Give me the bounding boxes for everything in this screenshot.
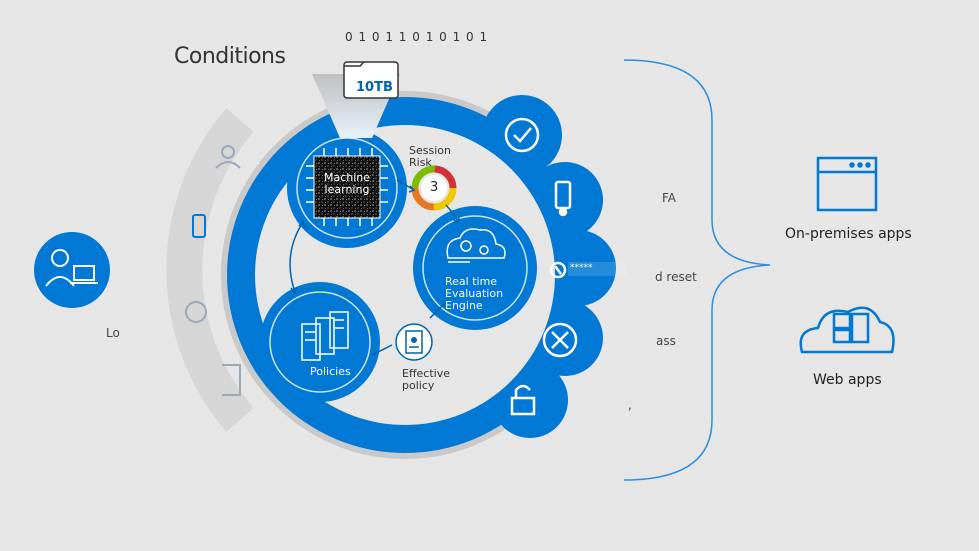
- machine-learning-chip-icon: [306, 148, 388, 226]
- risk-score: 3: [430, 180, 439, 195]
- grouping-brace: [623, 59, 771, 481]
- password-mask: *****: [570, 263, 593, 273]
- risk-gauge-icon: [411, 165, 457, 211]
- web-apps-label: Web apps: [813, 372, 882, 388]
- ml-label-line-2: learning: [324, 183, 370, 196]
- diagram-title: Conditions: [174, 44, 286, 69]
- session-risk-line-2: Risk: [409, 156, 432, 169]
- web-apps-cloud-icon: [799, 306, 895, 354]
- policies-documents-icon: [301, 311, 349, 361]
- engine-circle: [413, 206, 537, 330]
- background-arc: [166, 108, 254, 432]
- data-size-badge: 10TB: [356, 80, 393, 95]
- right-segment-icons: [504, 117, 578, 416]
- right-segments: [482, 95, 616, 438]
- machine-learning-label: Machine learning: [319, 172, 375, 196]
- left-faint-icons: [185, 145, 241, 396]
- engine-line-2: Evaluation: [445, 287, 504, 300]
- engine-line-1: Real time: [445, 275, 498, 288]
- effective-policy-line-2: policy: [402, 379, 435, 392]
- right-fragment-last: ,: [628, 398, 632, 412]
- flow-arrows: [289, 179, 460, 356]
- engine-line-3: Engine: [445, 299, 483, 312]
- effective-policy-label: Effective policy: [402, 368, 450, 392]
- session-risk-line-1: Session: [409, 144, 451, 157]
- policies-label: Policies: [310, 365, 351, 378]
- session-risk-label: Session Risk: [409, 145, 451, 169]
- right-fragment-reset: d reset: [655, 270, 697, 284]
- right-fragment-mfa: FA: [662, 191, 677, 205]
- binary-digits: 0 1 0 1 1 0 1 0 1 0 1: [345, 30, 489, 44]
- cloud-gears-icon: [446, 228, 506, 263]
- data-funnel-icon: [312, 61, 400, 138]
- on-premises-apps-label: On-premises apps: [785, 226, 912, 242]
- ml-label-line-1: Machine: [323, 171, 371, 184]
- user-laptop-icon: [34, 232, 110, 308]
- effective-policy-line-1: Effective: [402, 367, 450, 380]
- effective-policy-icon: [395, 323, 433, 361]
- right-fragment-access: ass: [656, 334, 676, 348]
- on-premises-window-icon: [816, 156, 878, 212]
- left-fragment-bottom: Lo: [106, 326, 120, 340]
- evaluation-engine-label: Real time Evaluation Engine: [445, 276, 507, 312]
